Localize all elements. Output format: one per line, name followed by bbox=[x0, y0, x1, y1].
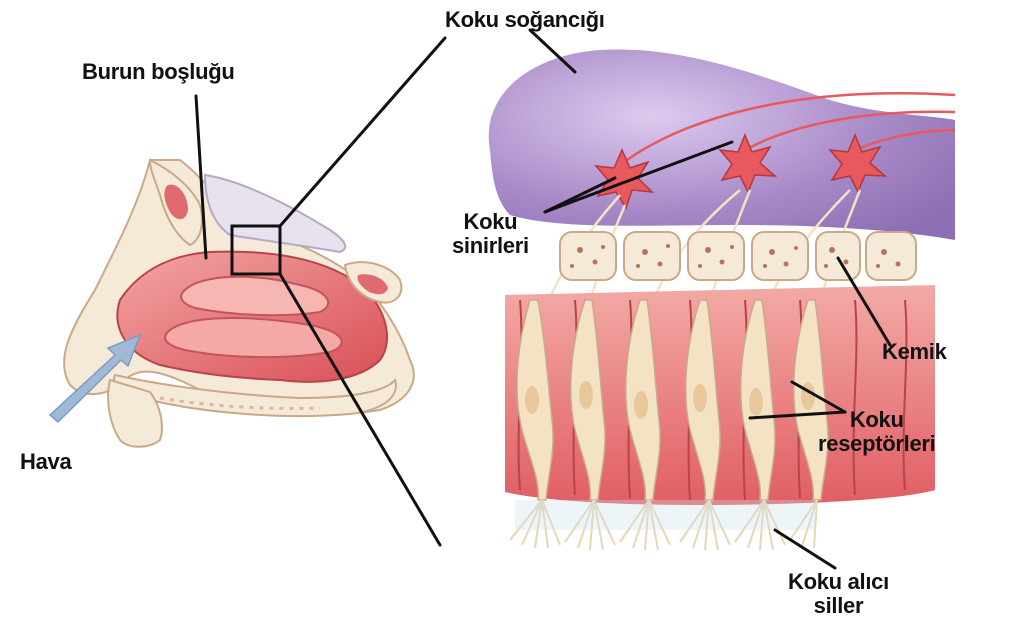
olfactory-epithelium bbox=[505, 285, 935, 505]
bone-block bbox=[752, 232, 808, 280]
label-koku-sogancigi: Koku soğancığı bbox=[445, 8, 605, 32]
bone-block bbox=[688, 232, 744, 280]
label-kemik: Kemik bbox=[882, 340, 947, 364]
bone-block bbox=[560, 232, 616, 280]
label-hava: Hava bbox=[20, 450, 71, 474]
cilia-mucus-tint bbox=[515, 500, 815, 530]
label-burun-boslugu: Burun boşluğu bbox=[82, 60, 235, 84]
label-koku-reseptorleri-line2: reseptörleri bbox=[818, 432, 935, 456]
label-koku-sinirleri-line2: sinirleri bbox=[452, 234, 529, 258]
nose-cross-section bbox=[50, 160, 414, 447]
label-koku-sinirleri: Koku sinirleri bbox=[452, 210, 529, 258]
label-koku-sinirleri-line1: Koku bbox=[452, 210, 529, 234]
label-koku-reseptorleri: Koku reseptörleri bbox=[818, 408, 935, 456]
label-koku-alici-siller-line1: Koku alıcı bbox=[788, 570, 889, 594]
bone-block bbox=[866, 232, 916, 280]
bone-layer bbox=[560, 232, 916, 280]
bone-block bbox=[816, 232, 860, 280]
magnified-epithelium bbox=[489, 49, 955, 550]
label-koku-reseptorleri-line1: Koku bbox=[818, 408, 935, 432]
label-koku-alici-siller-line2: siller bbox=[788, 594, 889, 618]
zoom-line-top bbox=[280, 38, 445, 226]
label-koku-alici-siller: Koku alıcı siller bbox=[788, 570, 889, 618]
bone-block bbox=[624, 232, 680, 280]
